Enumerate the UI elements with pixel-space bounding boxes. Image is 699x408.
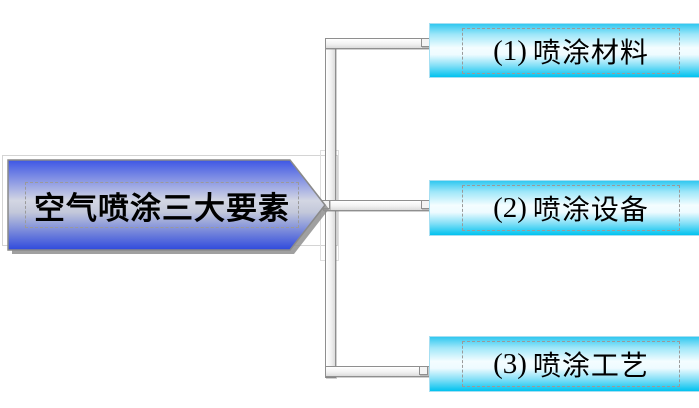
branch-2-label: 喷涂设备 [532, 194, 649, 225]
branch-bar-3[interactable]: (3) 喷涂工艺 [429, 336, 699, 392]
branch-1-label: 喷涂材料 [532, 37, 649, 68]
branch-2-text-placeholder[interactable]: (2) 喷涂设备 [462, 185, 680, 231]
connector-branch-3[interactable] [325, 366, 430, 377]
branch-3-number: (3) [493, 347, 527, 380]
branch-1-number: (1) [493, 34, 527, 67]
root-label: 空气喷涂三大要素 [34, 190, 290, 226]
connector-branch-2[interactable] [323, 200, 432, 211]
branch-bar-2[interactable]: (2) 喷涂设备 [429, 180, 699, 236]
branch-3-label: 喷涂工艺 [532, 350, 649, 381]
connector-branch-1[interactable] [325, 38, 432, 49]
branch-2-number: (2) [493, 191, 527, 224]
branch-3-text-placeholder[interactable]: (3) 喷涂工艺 [462, 341, 680, 387]
connector-endpoint-3 [419, 366, 428, 375]
branch-1-text-placeholder[interactable]: (1) 喷涂材料 [462, 28, 680, 74]
branch-bar-1[interactable]: (1) 喷涂材料 [429, 23, 699, 78]
root-text-placeholder[interactable]: 空气喷涂三大要素 [25, 182, 299, 228]
